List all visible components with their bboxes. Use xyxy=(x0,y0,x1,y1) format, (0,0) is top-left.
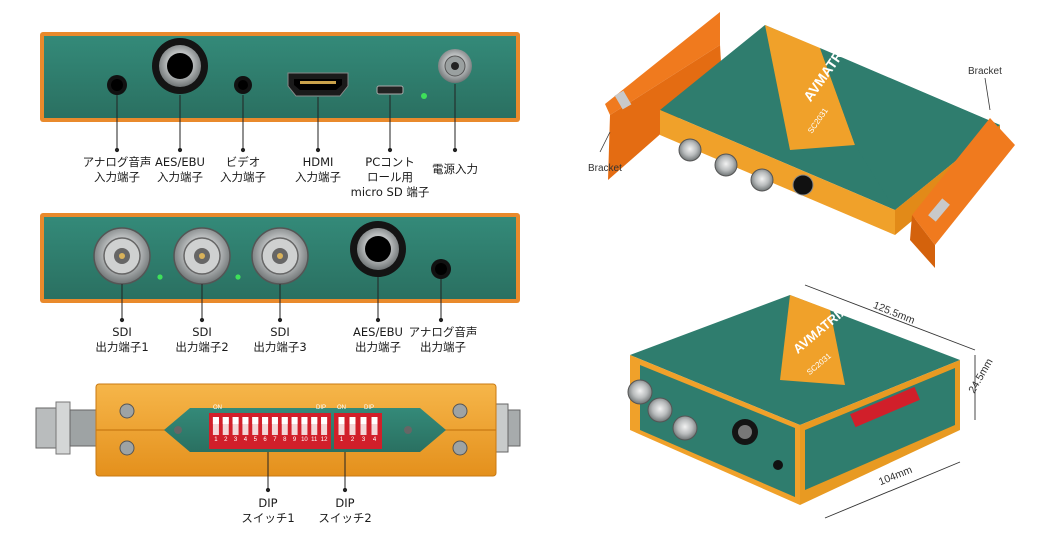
status-led-front xyxy=(421,93,427,99)
dip1-number: 12 xyxy=(320,437,328,443)
product-3d-with-brackets xyxy=(599,12,1015,268)
dip1-key xyxy=(321,417,328,435)
sdi-output-3-bnc xyxy=(251,227,309,285)
dip1-key-toggle xyxy=(232,417,239,424)
dip1-key xyxy=(232,417,239,435)
dip1-key-toggle xyxy=(271,417,278,424)
dip2-key-toggle xyxy=(360,417,367,424)
dip1-number: 9 xyxy=(292,437,297,443)
dip1-number: 1 xyxy=(214,437,218,443)
dip1-number: 10 xyxy=(301,437,308,443)
dip1-key xyxy=(212,417,219,435)
dip1-number: 4 xyxy=(243,437,248,443)
dip2-key xyxy=(349,417,356,435)
bracket-right-label: Bracket xyxy=(968,66,1002,77)
dip1-key xyxy=(291,417,298,435)
dip2-key xyxy=(360,417,367,435)
dip1-key-toggle xyxy=(212,417,219,424)
dip-switch-panel xyxy=(35,383,521,493)
dip2-key-toggle xyxy=(338,417,345,424)
bracket-left-label: Bracket xyxy=(588,163,622,174)
aes-ebu-output-jack xyxy=(350,221,406,277)
dip-switch-2 xyxy=(334,413,382,449)
dip1-number: 6 xyxy=(263,437,267,443)
label-power-input: 電源入力 xyxy=(432,162,478,176)
dip1-key-toggle xyxy=(291,417,298,424)
dip1-key xyxy=(271,417,278,435)
dip1-key-toggle xyxy=(252,417,259,424)
power-input-jack xyxy=(438,49,472,83)
dip2-key xyxy=(371,417,378,435)
dip1-number: 8 xyxy=(283,437,287,443)
dip1-number: 7 xyxy=(273,437,277,443)
sdi-output-1-bnc xyxy=(93,227,151,285)
dip1-key xyxy=(262,417,269,435)
micro-sd-port xyxy=(376,85,404,95)
dip1-key-toggle xyxy=(281,417,288,424)
dip1-key-toggle xyxy=(262,417,269,424)
dip1-key xyxy=(301,417,308,435)
dip1-key-toggle xyxy=(321,417,328,424)
dip1-key-toggle xyxy=(311,417,318,424)
sdi-output-2-bnc xyxy=(173,227,231,285)
dip1-key xyxy=(242,417,249,435)
dip2-dip-label: DIP xyxy=(364,405,375,411)
dip1-on-label: ON xyxy=(213,405,222,411)
front-panel xyxy=(40,32,520,153)
dip1-dip-label: DIP xyxy=(316,405,327,411)
aes-ebu-input-jack xyxy=(152,38,208,94)
dip1-number: 11 xyxy=(311,437,318,443)
dip1-number: 5 xyxy=(253,437,257,443)
dip2-key-toggle xyxy=(371,417,378,424)
dip2-key-toggle xyxy=(349,417,356,424)
dip1-key-toggle xyxy=(301,417,308,424)
dip1-key xyxy=(311,417,318,435)
dip1-key-toggle xyxy=(242,417,249,424)
dip1-number: 2 xyxy=(224,437,228,443)
hdmi-input-port xyxy=(287,72,349,97)
dip2-number: 3 xyxy=(361,437,366,443)
dip2-number: 1 xyxy=(339,437,344,443)
rear-panel xyxy=(40,213,520,323)
dip2-on-label: ON xyxy=(337,405,346,411)
dip1-key xyxy=(252,417,259,435)
label-video-input: ビデオ入力端子 xyxy=(220,155,266,184)
dip1-key xyxy=(222,417,229,435)
label-analog-audio-input: アナログ音声入力端子 xyxy=(82,155,152,184)
dip2-number: 4 xyxy=(372,437,377,443)
dip1-key-toggle xyxy=(222,417,229,424)
dip1-key xyxy=(281,417,288,435)
dip2-number: 2 xyxy=(350,437,355,443)
dip1-number: 3 xyxy=(233,437,238,443)
dip2-key xyxy=(338,417,345,435)
label-analog-audio-output: アナログ音声出力端子 xyxy=(408,325,478,354)
product-3d-dimensions xyxy=(627,284,976,519)
dip-switch-1 xyxy=(209,413,331,449)
